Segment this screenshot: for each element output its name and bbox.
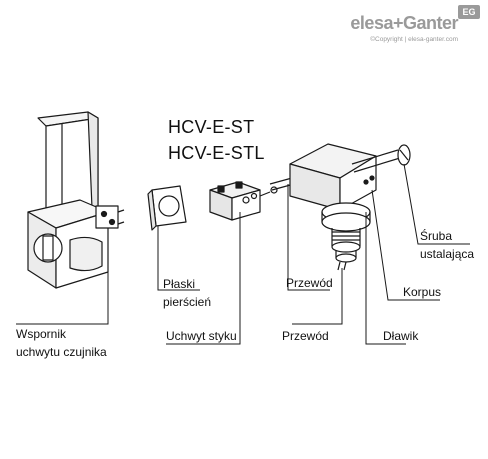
sensor-bracket-part [27, 111, 125, 289]
label-sruba-line2: ustalająca [420, 247, 475, 261]
label-plaski-line2: pierścień [163, 295, 212, 309]
label-uchwyt: Uchwyt styku [166, 329, 237, 343]
copyright-text: ©Copyright | elesa-ganter.com [370, 36, 458, 43]
label-wspornik-line2: uchwytu czujnika [16, 345, 107, 359]
label-przewod-bottom: Przewód [282, 329, 329, 343]
leader-sruba [403, 163, 470, 245]
label-dlawik: Dławik [383, 329, 419, 343]
leader-plaski [157, 226, 200, 291]
housing-part [289, 143, 411, 232]
leader-przewod-top [287, 184, 330, 291]
label-przewod-top: Przewód [286, 276, 333, 290]
contact-holder-part [209, 181, 278, 221]
brand-logo: elesa+Ganter [350, 13, 458, 33]
leader-uchwyt [166, 212, 241, 345]
leader-korpus [371, 189, 440, 301]
label-plaski-line1: Płaski [163, 277, 196, 291]
model-name-1: HCV-E-ST [168, 117, 255, 137]
label-korpus: Korpus [403, 285, 442, 299]
label-wspornik-line1: Wspornik [16, 327, 67, 341]
flat-ring-part [147, 185, 187, 231]
leader-wspornik [16, 228, 109, 325]
model-name-2: HCV-E-STL [168, 143, 265, 163]
leader-przewod-bottom [292, 268, 343, 325]
cable-gland-part [331, 228, 361, 271]
label-sruba-line1: Śruba [420, 229, 453, 243]
leader-dlawik [365, 212, 406, 345]
brand-badge-icon: EG [458, 5, 480, 19]
